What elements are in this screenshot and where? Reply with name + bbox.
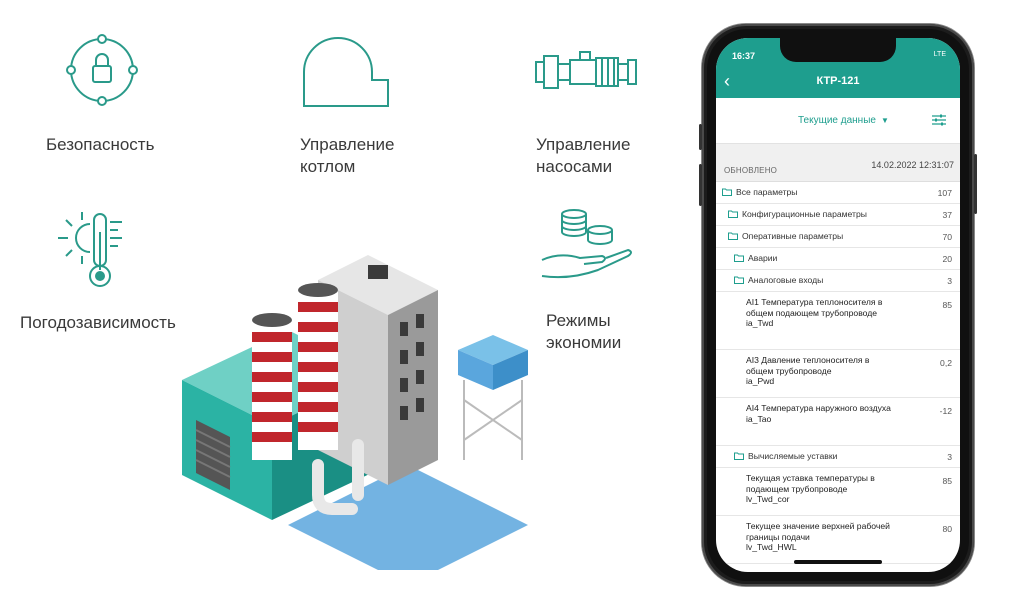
- parameter-row[interactable]: AI3 Давление теплоносителя в общем трубо…: [716, 350, 960, 398]
- parameter-value: 85: [942, 476, 952, 486]
- phone-mockup: 16:37 LTE ‹ КТР-121 Текущие данные ▼ ОБН…: [699, 24, 977, 586]
- folder-icon: [734, 254, 744, 262]
- sun-thermometer-icon: [58, 212, 122, 287]
- parameter-value: -12: [939, 406, 952, 416]
- chevron-down-icon: ▼: [881, 116, 889, 125]
- side-button: [974, 154, 977, 214]
- list-item[interactable]: Все параметры 107: [716, 182, 960, 204]
- parameter-row[interactable]: Текущее значение верхней рабочей границы…: [716, 516, 960, 564]
- parameter-value: 85: [942, 300, 952, 310]
- phone-screen: 16:37 LTE ‹ КТР-121 Текущие данные ▼ ОБН…: [716, 38, 960, 572]
- feature-label: Погодозависимость: [20, 313, 176, 332]
- pump-icon: [535, 51, 637, 89]
- list-item[interactable]: Вычисляемые уставки 3: [716, 446, 960, 468]
- list-item-count: 107: [937, 188, 952, 198]
- feature-security: Безопасность: [40, 30, 200, 160]
- parameter-label: Текущее значение верхней рабочей границы…: [746, 521, 890, 552]
- list-item-label: Аварии: [748, 253, 778, 263]
- boiler-plant-illustration: [182, 255, 528, 570]
- parameter-value: 80: [942, 524, 952, 534]
- list-item-count: 3: [947, 452, 952, 462]
- list-item[interactable]: Конфигурационные параметры 37: [716, 204, 960, 226]
- parameter-row[interactable]: Текущая уставка температуры в подающем т…: [716, 468, 960, 516]
- parameter-label: Текущая уставка температуры в подающем т…: [746, 473, 875, 504]
- folder-icon: [728, 232, 738, 240]
- home-indicator: [794, 560, 882, 564]
- parameter-label: AI3 Давление теплоносителя в общем трубо…: [746, 355, 870, 386]
- status-time: 16:37: [732, 51, 756, 61]
- folder-icon: [734, 276, 744, 284]
- parameter-list: Все параметры 107 Конфигурационные парам…: [716, 182, 960, 564]
- updated-label: ОБНОВЛЕНО: [724, 166, 778, 175]
- updated-bar: ОБНОВЛЕНО 14.02.2022 12:31:07: [716, 144, 960, 182]
- side-button: [699, 124, 702, 150]
- list-item-label: Вычисляемые уставки: [748, 451, 838, 461]
- list-item-label: Все параметры: [736, 187, 798, 197]
- network-indicator: LTE: [933, 51, 946, 58]
- folder-icon: [728, 210, 738, 218]
- coins-hand-icon: [541, 209, 632, 279]
- list-item-count: 3: [947, 276, 952, 286]
- parameter-label: AI1 Температура теплоносителя в общем по…: [746, 297, 883, 328]
- shield-lock-icon: [66, 34, 138, 106]
- data-mode-dropdown[interactable]: Текущие данные: [798, 115, 876, 126]
- parameter-value: 0,2: [940, 358, 952, 368]
- filter-icon[interactable]: [932, 113, 946, 127]
- parameter-row[interactable]: AI1 Температура теплоносителя в общем по…: [716, 292, 960, 350]
- list-item-count: 70: [942, 232, 952, 242]
- folder-icon: [722, 188, 732, 196]
- list-item[interactable]: Оперативные параметры 70: [716, 226, 960, 248]
- feature-weather: Погодозависимость: [18, 208, 218, 338]
- phone-notch: [780, 38, 896, 62]
- side-button: [699, 164, 702, 206]
- list-item-count: 37: [942, 210, 952, 220]
- list-item-count: 20: [942, 254, 952, 264]
- feature-label: Безопасность: [46, 135, 155, 154]
- data-selector-bar: Текущие данные ▼: [716, 98, 960, 144]
- updated-value: 14.02.2022 12:31:07: [871, 160, 954, 170]
- list-item-label: Конфигурационные параметры: [742, 209, 867, 219]
- app-title: КТР-121: [816, 75, 860, 87]
- list-item-label: Оперативные параметры: [742, 231, 844, 241]
- list-item-label: Аналоговые входы: [748, 275, 824, 285]
- back-button[interactable]: ‹: [724, 71, 730, 91]
- list-item[interactable]: Аналоговые входы 3: [716, 270, 960, 292]
- folder-icon: [734, 452, 744, 460]
- app-bar: ‹ КТР-121: [716, 66, 960, 98]
- list-item[interactable]: Аварии 20: [716, 248, 960, 270]
- boiler-icon: [303, 37, 389, 107]
